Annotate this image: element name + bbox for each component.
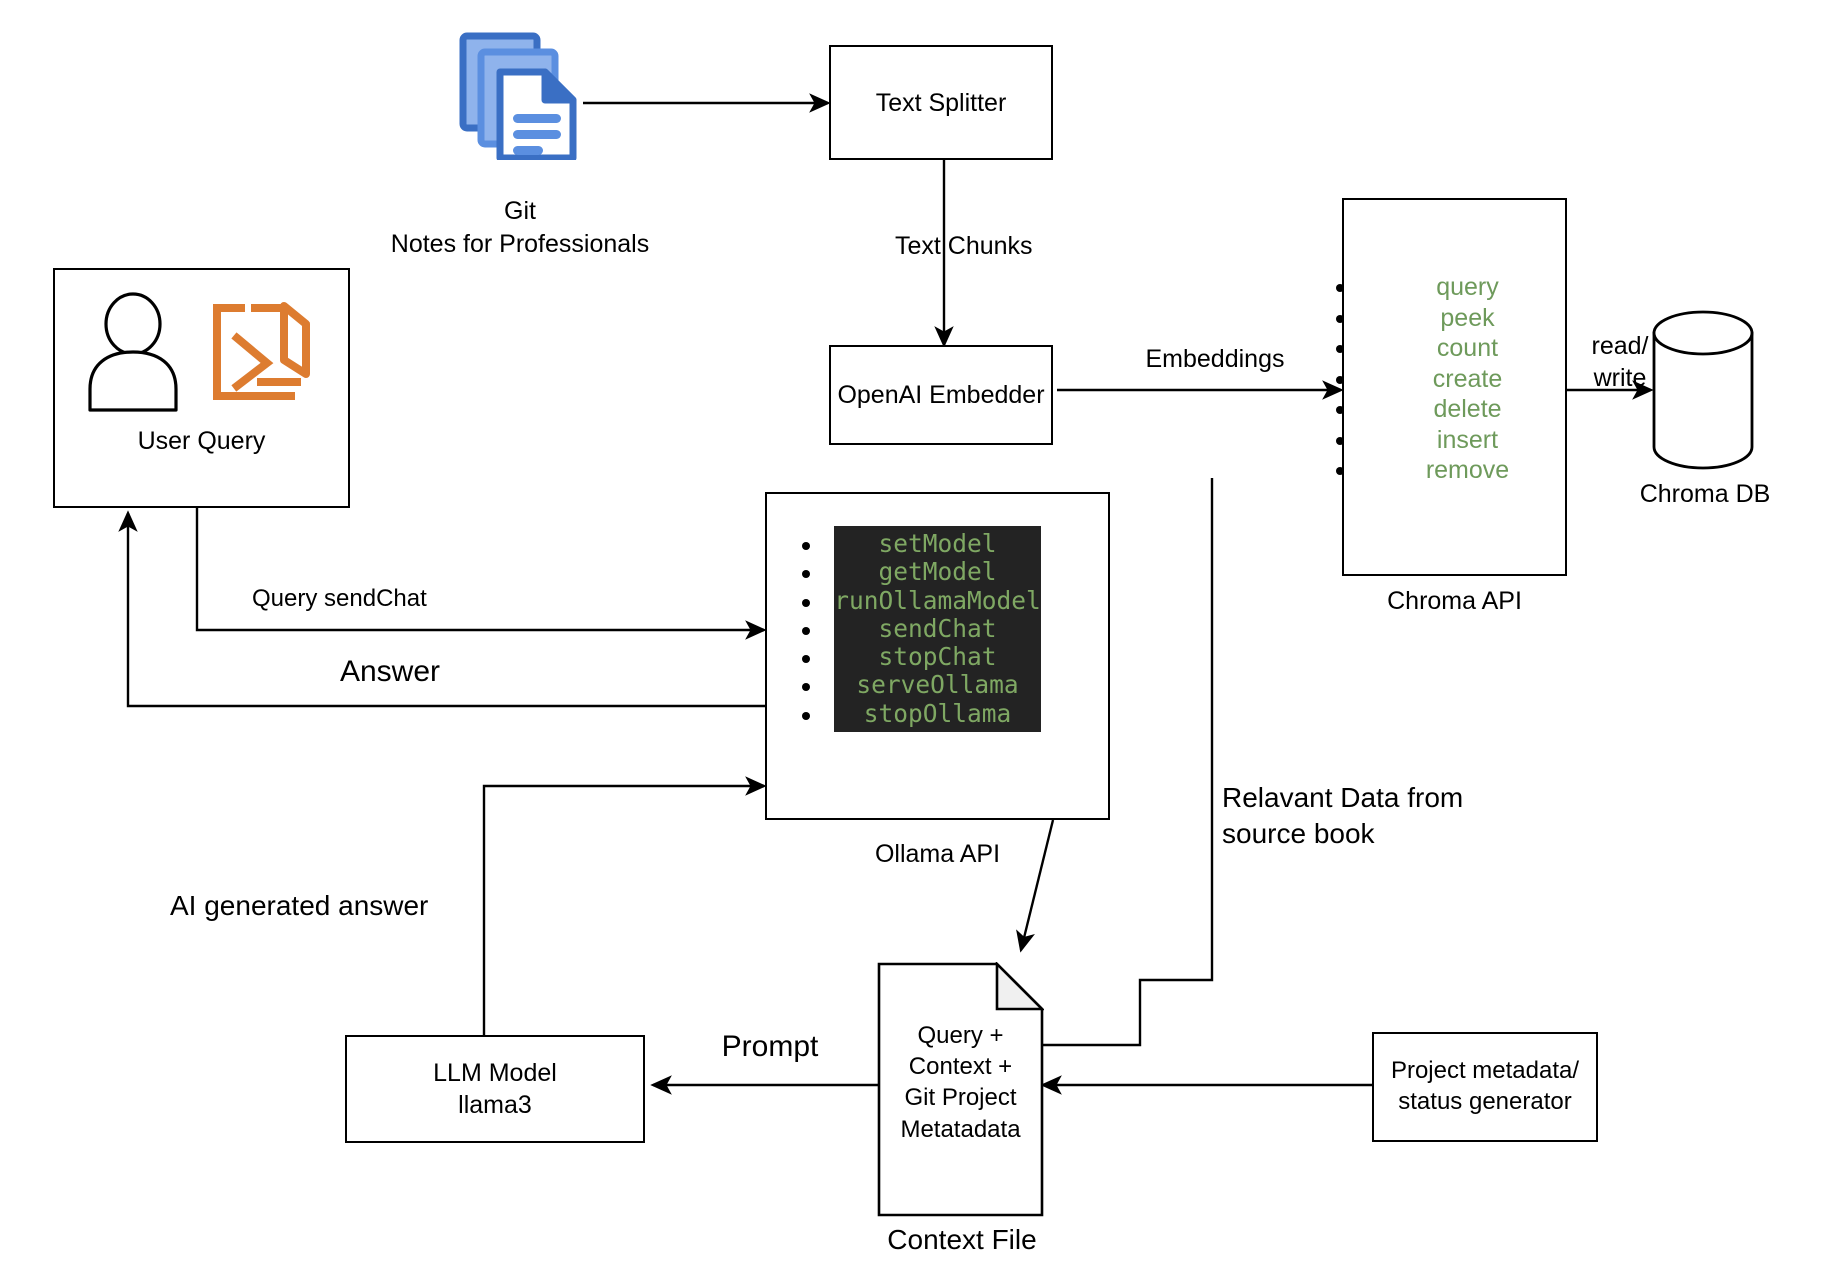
context-file-fold-corner — [995, 960, 1046, 1011]
edge-user-to-ollama — [195, 502, 767, 640]
cylinder-top — [1652, 310, 1754, 356]
chroma-api-method-2: count — [1336, 333, 1565, 364]
user-icon — [88, 292, 178, 412]
context-file-node[interactable]: Query + Context + Git Project Metatadata — [877, 960, 1046, 1217]
ollama-api-method-4: stopChat — [802, 642, 1041, 671]
ollama-api-method-6: stopOllama — [802, 699, 1041, 728]
edge-label-answer: Answer — [339, 655, 441, 688]
git-source-caption: Git Notes for Professionals — [390, 197, 650, 258]
edge-label-read-write: read/ write — [1591, 332, 1649, 392]
edge-label-text-chunks: Text Chunks — [895, 232, 1033, 260]
user-query-label: User Query — [137, 427, 266, 455]
git-source-icon — [455, 30, 585, 162]
document-fold-corner — [541, 68, 577, 104]
chroma-api-method-6: remove — [1336, 455, 1565, 486]
llm-model-node[interactable]: LLM Model llama3 — [345, 1035, 645, 1143]
metadata-generator-node[interactable]: Project metadata/ status generator — [1372, 1032, 1598, 1142]
chroma-api-method-4: delete — [1336, 394, 1565, 425]
edge-label-relevant-data: Relavant Data from source book — [1222, 782, 1464, 850]
document-text-line-3 — [513, 146, 543, 155]
ollama-api-method-3: sendChat — [802, 614, 1041, 643]
chroma-db-node[interactable] — [1650, 310, 1756, 470]
context-file-caption: Context File — [887, 1224, 1037, 1255]
ollama-api-method-0: setModel — [802, 529, 1041, 558]
context-file-body — [877, 962, 1044, 1217]
edge-label-query-sendchat: Query sendChat — [252, 585, 427, 612]
chroma-db-caption: Chroma DB — [1639, 480, 1771, 508]
user-query-icons — [83, 292, 311, 412]
edge-ollama-to-user-answer — [118, 510, 770, 708]
chroma-api-caption: Chroma API — [1387, 587, 1522, 615]
terminal-icon — [213, 302, 310, 400]
edge-label-ai-generated-answer: AI generated answer — [170, 890, 429, 921]
chroma-api-method-0: query — [1336, 272, 1565, 303]
edge-chroma-to-context-file — [1032, 478, 1214, 1047]
user-query-node[interactable]: User Query — [53, 268, 350, 508]
openai-embedder-label: OpenAI Embedder — [837, 381, 1045, 409]
edge-llm-to-ollama — [482, 776, 767, 1035]
chroma-api-method-1: peek — [1336, 303, 1565, 334]
ollama-api-caption: Ollama API — [874, 840, 1001, 868]
openai-embedder-node[interactable]: OpenAI Embedder — [829, 345, 1053, 445]
context-file-label: Query + Context + Git Project Metatadata — [900, 1022, 1021, 1143]
chroma-api-method-5: insert — [1336, 425, 1565, 456]
metadata-generator-label: Project metadata/ status generator — [1390, 1057, 1580, 1115]
ollama-api-method-1: getModel — [802, 557, 1041, 586]
cylinder-body — [1652, 331, 1754, 470]
text-splitter-node[interactable]: Text Splitter — [829, 45, 1053, 160]
edge-ollama-to-context-file — [1016, 819, 1055, 953]
document-text-line-1 — [513, 114, 561, 123]
ollama-api-method-2: runOllamaModel — [802, 585, 1041, 615]
ollama-api-method-5: serveOllama — [802, 671, 1041, 699]
edge-label-prompt: Prompt — [721, 1030, 819, 1063]
llm-model-label: LLM Model llama3 — [433, 1059, 557, 1119]
document-text-line-2 — [513, 130, 561, 139]
text-splitter-label: Text Splitter — [875, 88, 1007, 117]
edge-label-embeddings: Embeddings — [1145, 345, 1285, 373]
chroma-api-method-3: create — [1336, 364, 1565, 395]
